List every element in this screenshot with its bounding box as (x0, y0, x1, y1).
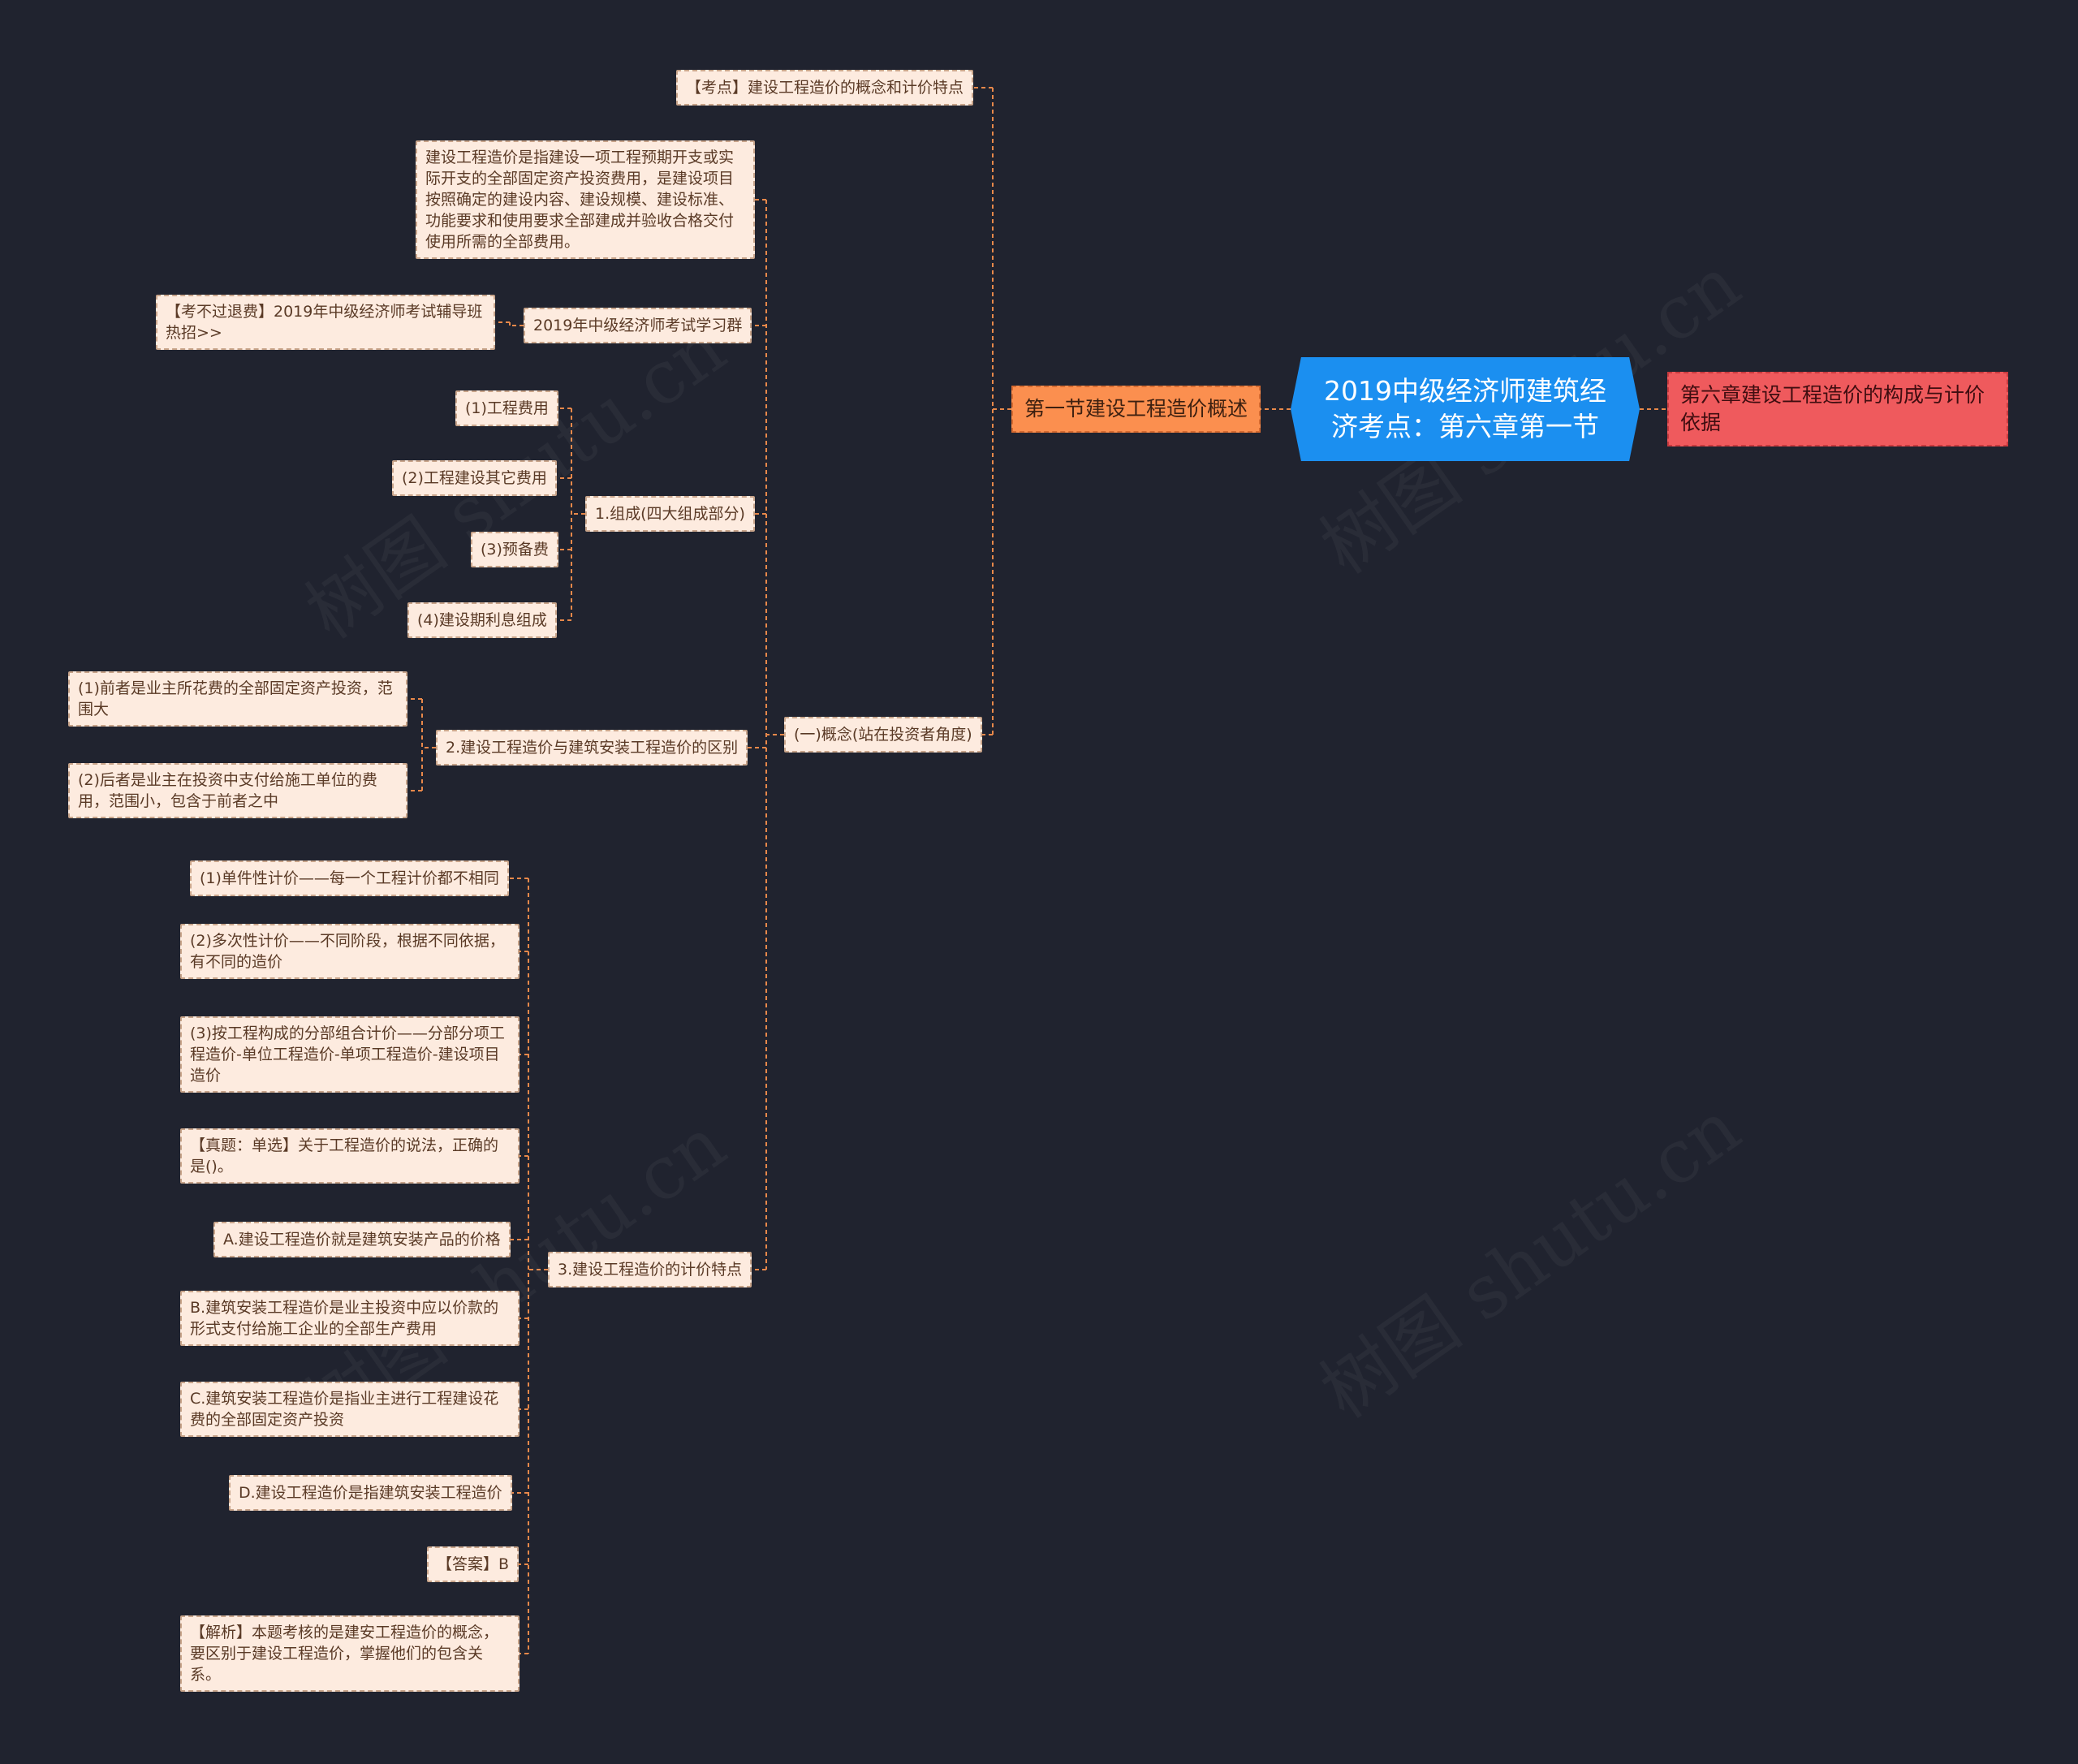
study-group-node[interactable]: 2019年中级经济师考试学习群 (524, 308, 752, 343)
kaodian-node[interactable]: 【考点】建设工程造价的概念和计价特点 (676, 70, 974, 106)
features-item[interactable]: 【答案】B (427, 1546, 520, 1582)
concept-node[interactable]: (一)概念(站在投资者角度) (784, 717, 982, 753)
root-node[interactable]: 2019中级经济师建筑经济考点：第六章第一节 (1291, 357, 1640, 461)
composition-item[interactable]: (1)工程费用 (455, 390, 558, 426)
composition-item[interactable]: (4)建设期利息组成 (407, 602, 557, 638)
features-item[interactable]: (3)按工程构成的分部组合计价——分部分项工程造价-单位工程造价-单项工程造价-… (180, 1016, 520, 1093)
features-item[interactable]: B.建筑安装工程造价是业主投资中应以价款的形式支付给施工企业的全部生产费用 (180, 1291, 520, 1346)
difference-item[interactable]: (2)后者是业主在投资中支付给施工单位的费用，范围小，包含于前者之中 (68, 763, 407, 818)
features-item[interactable]: 【解析】本题考核的是建安工程造价的概念，要区别于建设工程造价，掌握他们的包含关系… (180, 1615, 520, 1692)
features-item[interactable]: 【真题：单选】关于工程造价的说法，正确的是()。 (180, 1128, 520, 1184)
features-item[interactable]: C.建筑安装工程造价是指业主进行工程建设花费的全部固定资产投资 (180, 1382, 520, 1437)
chapter-node[interactable]: 第六章建设工程造价的构成与计价依据 (1667, 372, 2008, 446)
section-node[interactable]: 第一节建设工程造价概述 (1011, 386, 1261, 433)
difference-node[interactable]: 2.建设工程造价与建筑安装工程造价的区别 (436, 730, 748, 766)
difference-item[interactable]: (1)前者是业主所花费的全部固定资产投资，范围大 (68, 671, 407, 727)
composition-item[interactable]: (2)工程建设其它费用 (392, 460, 557, 496)
composition-item[interactable]: (3)预备费 (471, 532, 558, 567)
features-item[interactable]: D.建设工程造价是指建筑安装工程造价 (229, 1475, 512, 1511)
definition-node[interactable]: 建设工程造价是指建设一项工程预期开支或实际开支的全部固定资产投资费用，是建设项目… (416, 140, 755, 259)
features-item[interactable]: A.建设工程造价就是建筑安装产品的价格 (213, 1222, 511, 1257)
promo-node[interactable]: 【考不过退费】2019年中级经济师考试辅导班热招>> (156, 295, 495, 350)
features-node[interactable]: 3.建设工程造价的计价特点 (548, 1252, 752, 1287)
composition-node[interactable]: 1.组成(四大组成部分) (585, 496, 755, 532)
features-item[interactable]: (2)多次性计价——不同阶段，根据不同依据，有不同的造价 (180, 924, 520, 979)
features-item[interactable]: (1)单件性计价——每一个工程计价都不相同 (190, 860, 509, 896)
